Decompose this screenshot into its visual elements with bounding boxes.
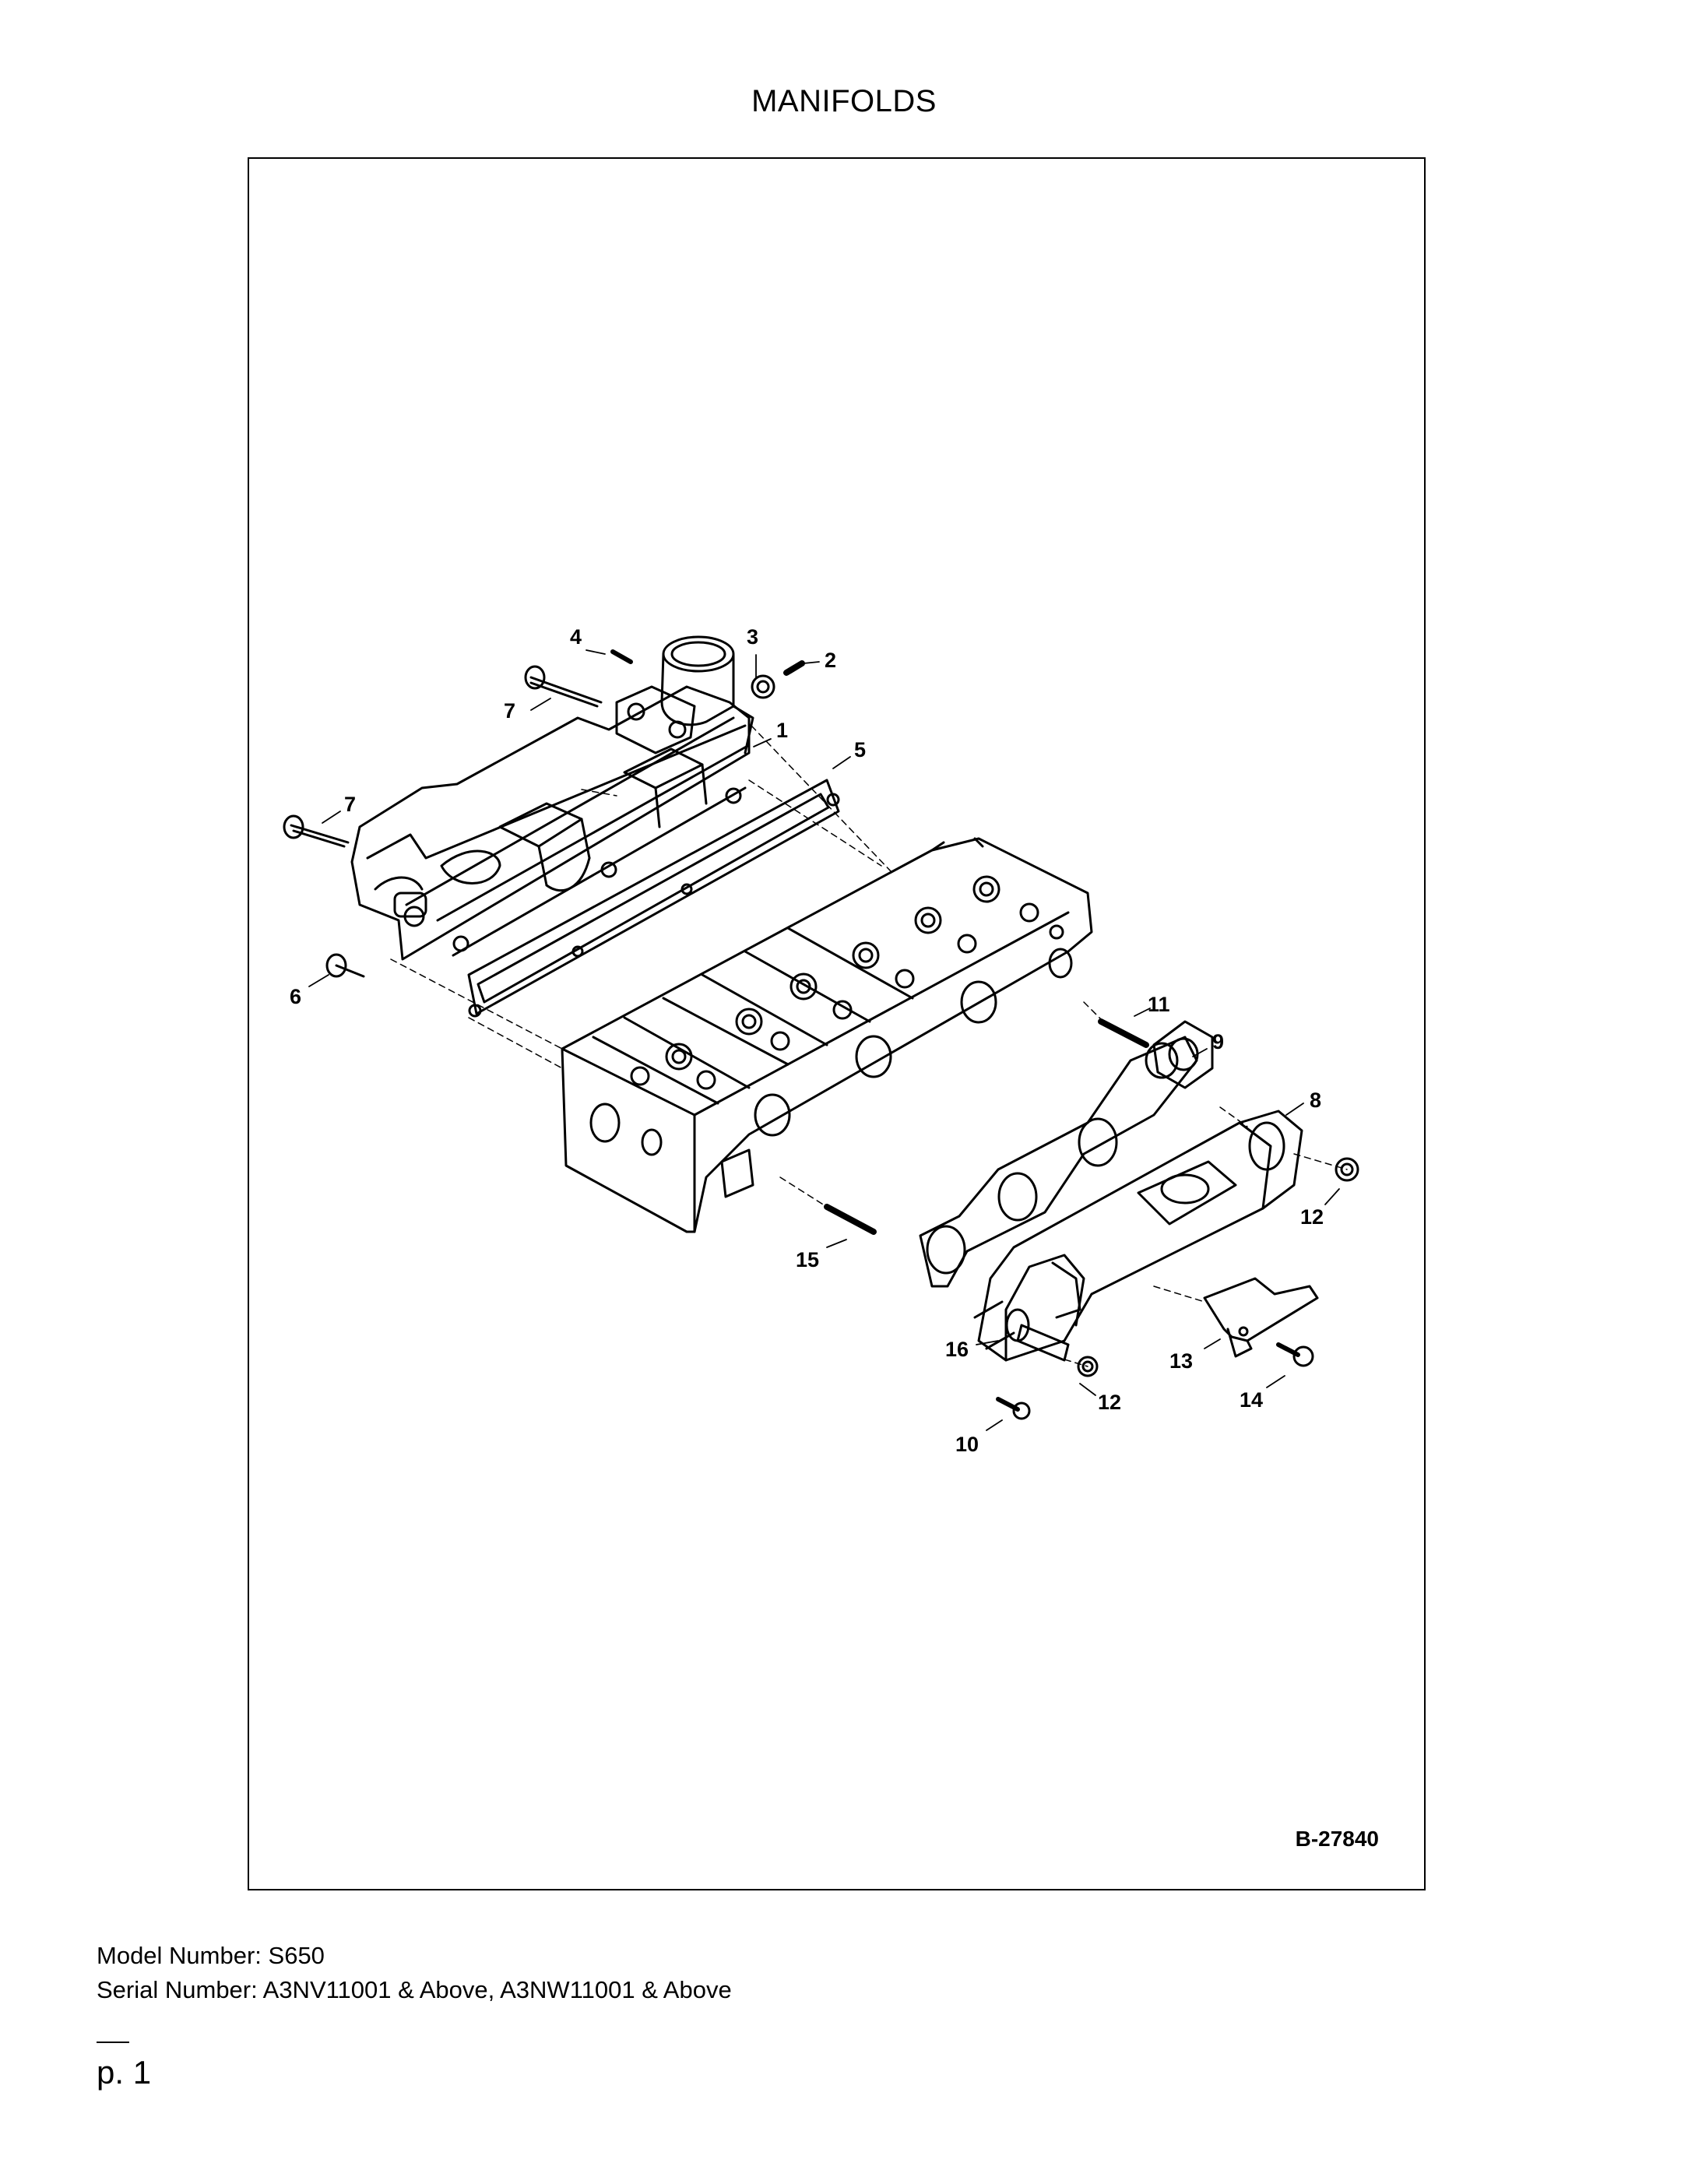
page-number: p. 1 xyxy=(97,2054,152,2091)
serial-number: Serial Number: A3NV11001 & Above, A3NW11… xyxy=(97,1976,732,2003)
callout-labels: 4 3 2 7 1 5 7 6 11 9 8 12 15 16 13 12 14… xyxy=(290,625,1324,1456)
callout-11: 11 xyxy=(1148,993,1170,1016)
callout-7-lower: 7 xyxy=(344,793,356,816)
page-number-rule xyxy=(97,2042,129,2043)
assembly-lines xyxy=(390,725,1348,1367)
page-title: MANIFOLDS xyxy=(751,84,937,118)
callout-15: 15 xyxy=(796,1248,819,1271)
callout-10: 10 xyxy=(955,1433,979,1456)
callout-1: 1 xyxy=(776,719,788,742)
callout-12-lower: 12 xyxy=(1098,1391,1121,1414)
callout-16: 16 xyxy=(945,1338,969,1361)
callout-13: 13 xyxy=(1169,1349,1193,1373)
exhaust-manifold xyxy=(973,1110,1303,1362)
cylinder-head xyxy=(561,837,1093,1233)
figure-code: B-27840 xyxy=(1295,1827,1379,1851)
intake-manifold xyxy=(350,685,751,961)
callout-8: 8 xyxy=(1310,1088,1321,1112)
intake-gasket xyxy=(467,779,840,1018)
manifolds-exploded-diagram: 4 3 2 7 1 5 7 6 11 9 8 12 15 16 13 12 14… xyxy=(283,625,1359,1456)
heat-shield-bracket xyxy=(1203,1277,1319,1358)
exhaust-gasket xyxy=(919,1036,1198,1288)
callout-12-right: 12 xyxy=(1300,1205,1324,1229)
callout-leaders xyxy=(308,649,1340,1431)
callout-4: 4 xyxy=(570,625,582,649)
intake-elbow xyxy=(615,635,754,754)
callout-7-upper: 7 xyxy=(504,699,515,723)
callout-9: 9 xyxy=(1212,1030,1224,1053)
model-number: Model Number: S650 xyxy=(97,1942,325,1969)
callout-14: 14 xyxy=(1240,1388,1263,1412)
diagram-frame: 4 3 2 7 1 5 7 6 11 9 8 12 15 16 13 12 14… xyxy=(248,157,1426,1890)
callout-2: 2 xyxy=(825,649,836,672)
fasteners xyxy=(283,649,1359,1420)
callout-5: 5 xyxy=(854,738,866,761)
callout-6: 6 xyxy=(290,985,301,1008)
callout-3: 3 xyxy=(747,625,758,649)
